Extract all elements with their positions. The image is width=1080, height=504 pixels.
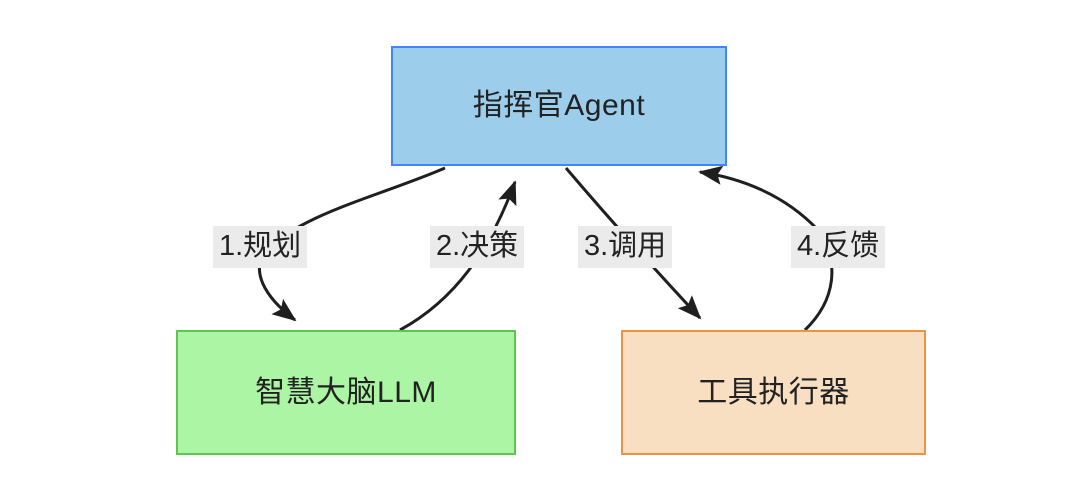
node-tool-executor[interactable]: 工具执行器	[621, 330, 926, 455]
edge-label-feedback: 4.反馈	[791, 226, 886, 269]
connector-decision	[399, 180, 517, 332]
node-commander-agent[interactable]: 指挥官Agent	[391, 46, 727, 166]
edge-label-decision: 2.决策	[430, 226, 525, 269]
edge-label-invoke: 3.调用	[578, 226, 673, 269]
node-brain-label: 智慧大脑LLM	[255, 375, 437, 409]
edge-label-planning: 1.规划	[213, 226, 308, 269]
node-executor-label: 工具执行器	[697, 375, 850, 409]
node-commander-label: 指挥官Agent	[472, 89, 646, 122]
node-brain-llm[interactable]: 智慧大脑LLM	[176, 330, 516, 455]
